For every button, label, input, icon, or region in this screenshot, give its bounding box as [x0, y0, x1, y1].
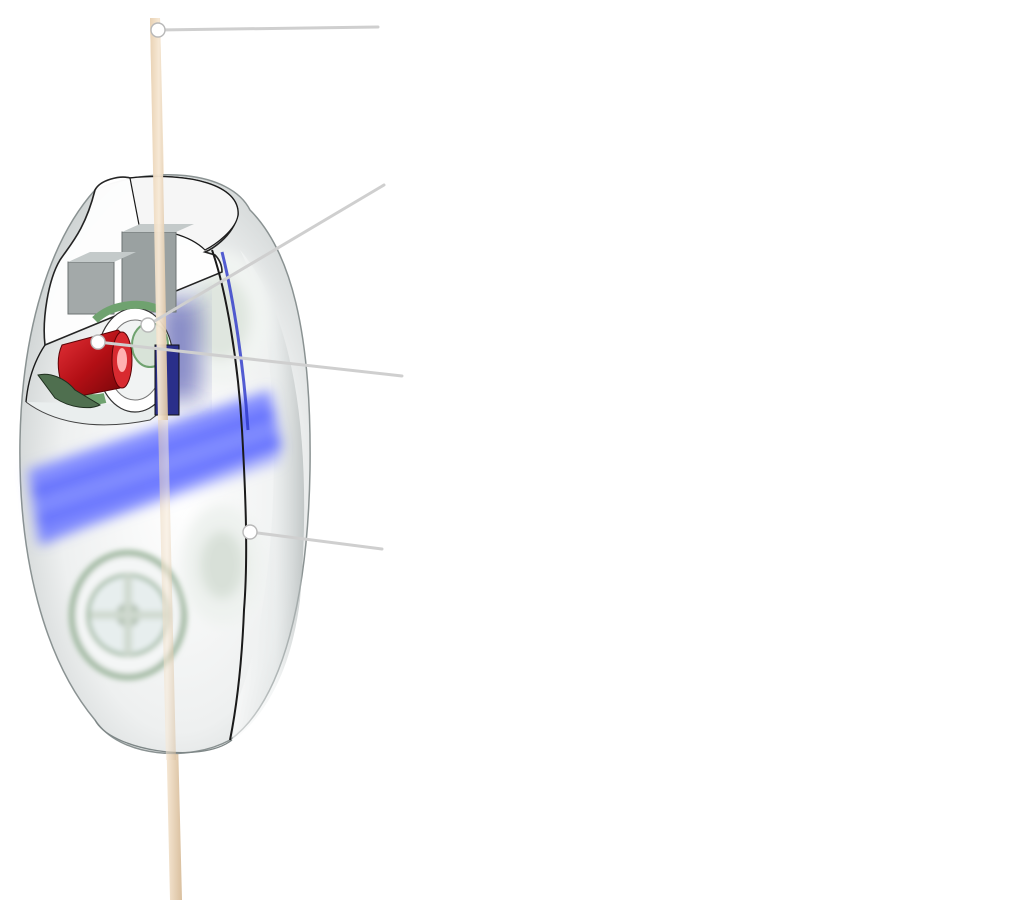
callout-shell-seam-dot: [242, 524, 258, 540]
callout-motor-dot: [90, 334, 106, 350]
internal-components: [28, 252, 282, 680]
battery-pack: [28, 390, 282, 545]
callout-motor: [90, 334, 404, 378]
cutaway-section: [25, 18, 250, 741]
callout-wheel-dot: [140, 317, 156, 333]
callout-shell-seam: [242, 524, 384, 551]
callout-rod: [150, 22, 380, 38]
mount-block-right: [121, 231, 177, 313]
callout-wheel: [140, 183, 386, 333]
support-rod-lower: [158, 420, 176, 760]
lower-left-wheel: [69, 550, 187, 680]
mount-block-left: [67, 261, 115, 315]
callout-rod-dot: [150, 22, 166, 38]
lower-right-wheel: [182, 505, 262, 625]
